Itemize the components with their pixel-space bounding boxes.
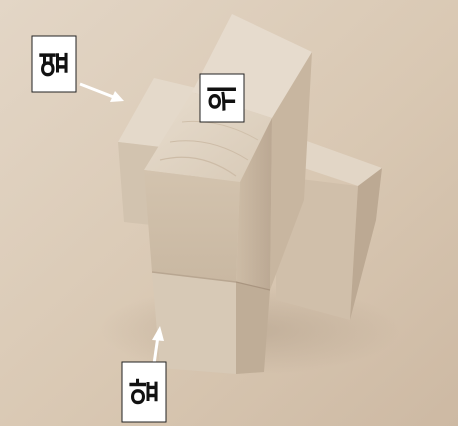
- front-label: 앞: [121, 361, 167, 423]
- side-label-text: 옆: [38, 50, 73, 78]
- top-label: 위: [199, 73, 245, 123]
- top-label-text: 위: [206, 84, 241, 112]
- front-arrow: [152, 326, 164, 365]
- side-label: 옆: [31, 35, 77, 93]
- front-label-text: 앞: [128, 378, 163, 406]
- side-arrow: [79, 82, 124, 102]
